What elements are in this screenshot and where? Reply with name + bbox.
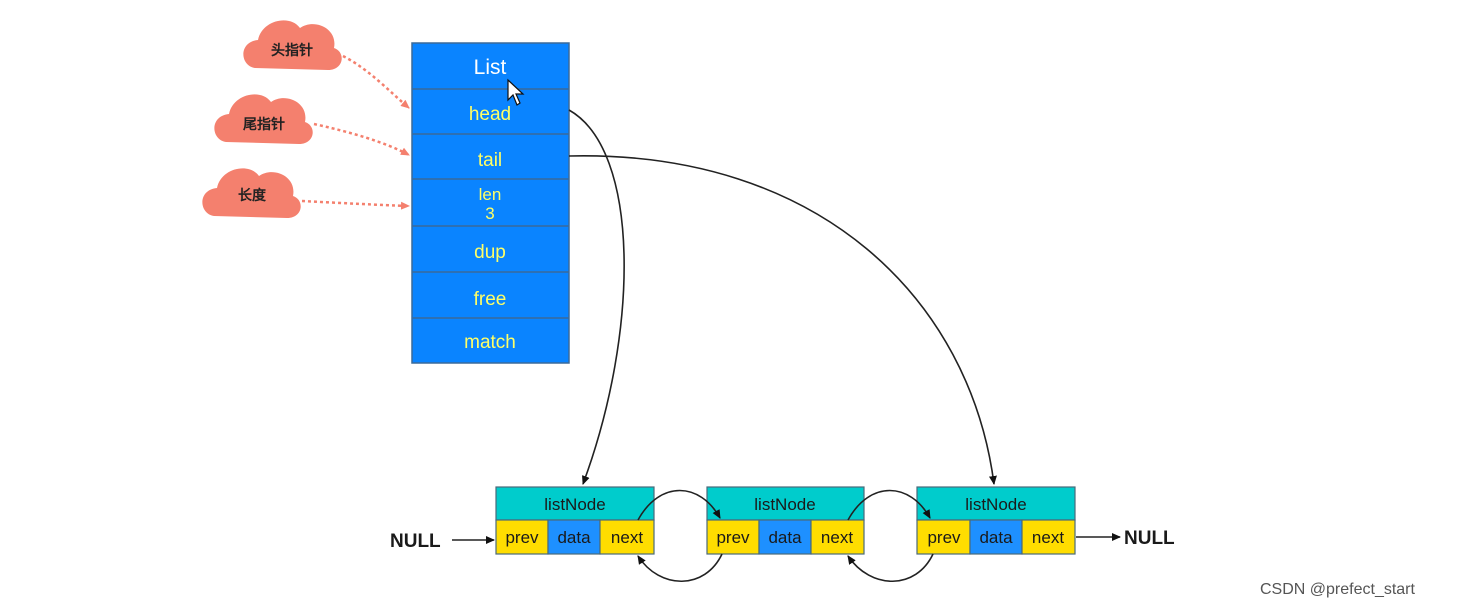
null-right-label: NULL	[1124, 528, 1175, 549]
cloud-label-head-pointer: 头指针	[271, 42, 313, 59]
list-title: List	[474, 56, 507, 79]
node-cell-data: data	[557, 528, 591, 547]
cloud-length: 长度	[202, 168, 301, 218]
list-node-3: listNode prev data next	[916, 486, 1076, 555]
list-field-head: head	[469, 104, 511, 125]
list-struct: List head tail len 3 dup free match	[411, 42, 570, 364]
cloud-tail-pointer: 尾指针	[214, 94, 313, 144]
list-field-match: match	[464, 332, 516, 353]
list-field-len: len	[479, 185, 502, 204]
node-title: listNode	[754, 495, 815, 514]
node-cell-next: next	[1032, 528, 1064, 547]
list-node-1: listNode prev data next	[495, 486, 655, 555]
node-cell-data: data	[768, 528, 802, 547]
cursor-icon	[507, 78, 525, 106]
prev-arrow-3-to-2	[847, 553, 934, 583]
length-arrow	[301, 199, 410, 210]
node-cell-data: data	[979, 528, 1013, 547]
node-cell-next: next	[821, 528, 853, 547]
node-cell-prev: prev	[927, 528, 961, 547]
next-arrow-1-to-2	[637, 489, 721, 521]
node-cell-prev: prev	[716, 528, 750, 547]
node-title: listNode	[544, 495, 605, 514]
watermark: CSDN @prefect_start	[1260, 581, 1416, 598]
cloud-label-tail-pointer: 尾指针	[243, 116, 285, 133]
node-cell-prev: prev	[505, 528, 539, 547]
list-field-tail: tail	[478, 150, 502, 171]
list-node-2: listNode prev data next	[706, 486, 865, 555]
node-title: listNode	[965, 495, 1026, 514]
cloud-label-length: 长度	[238, 187, 267, 204]
head-pointer-arrow	[342, 54, 410, 109]
list-len-value: 3	[485, 204, 494, 223]
list-field-free: free	[474, 289, 507, 310]
node-cell-next: next	[611, 528, 643, 547]
list-field-dup: dup	[474, 242, 506, 263]
tail-to-last-node-arrow	[568, 155, 997, 485]
cloud-head-pointer: 头指针	[243, 20, 342, 70]
prev-arrow-2-to-1	[637, 553, 723, 583]
next-arrow-2-to-3	[847, 489, 931, 521]
null-left-label: NULL	[390, 531, 441, 552]
tail-pointer-arrow	[313, 122, 410, 157]
head-to-first-node-arrow	[568, 109, 625, 485]
